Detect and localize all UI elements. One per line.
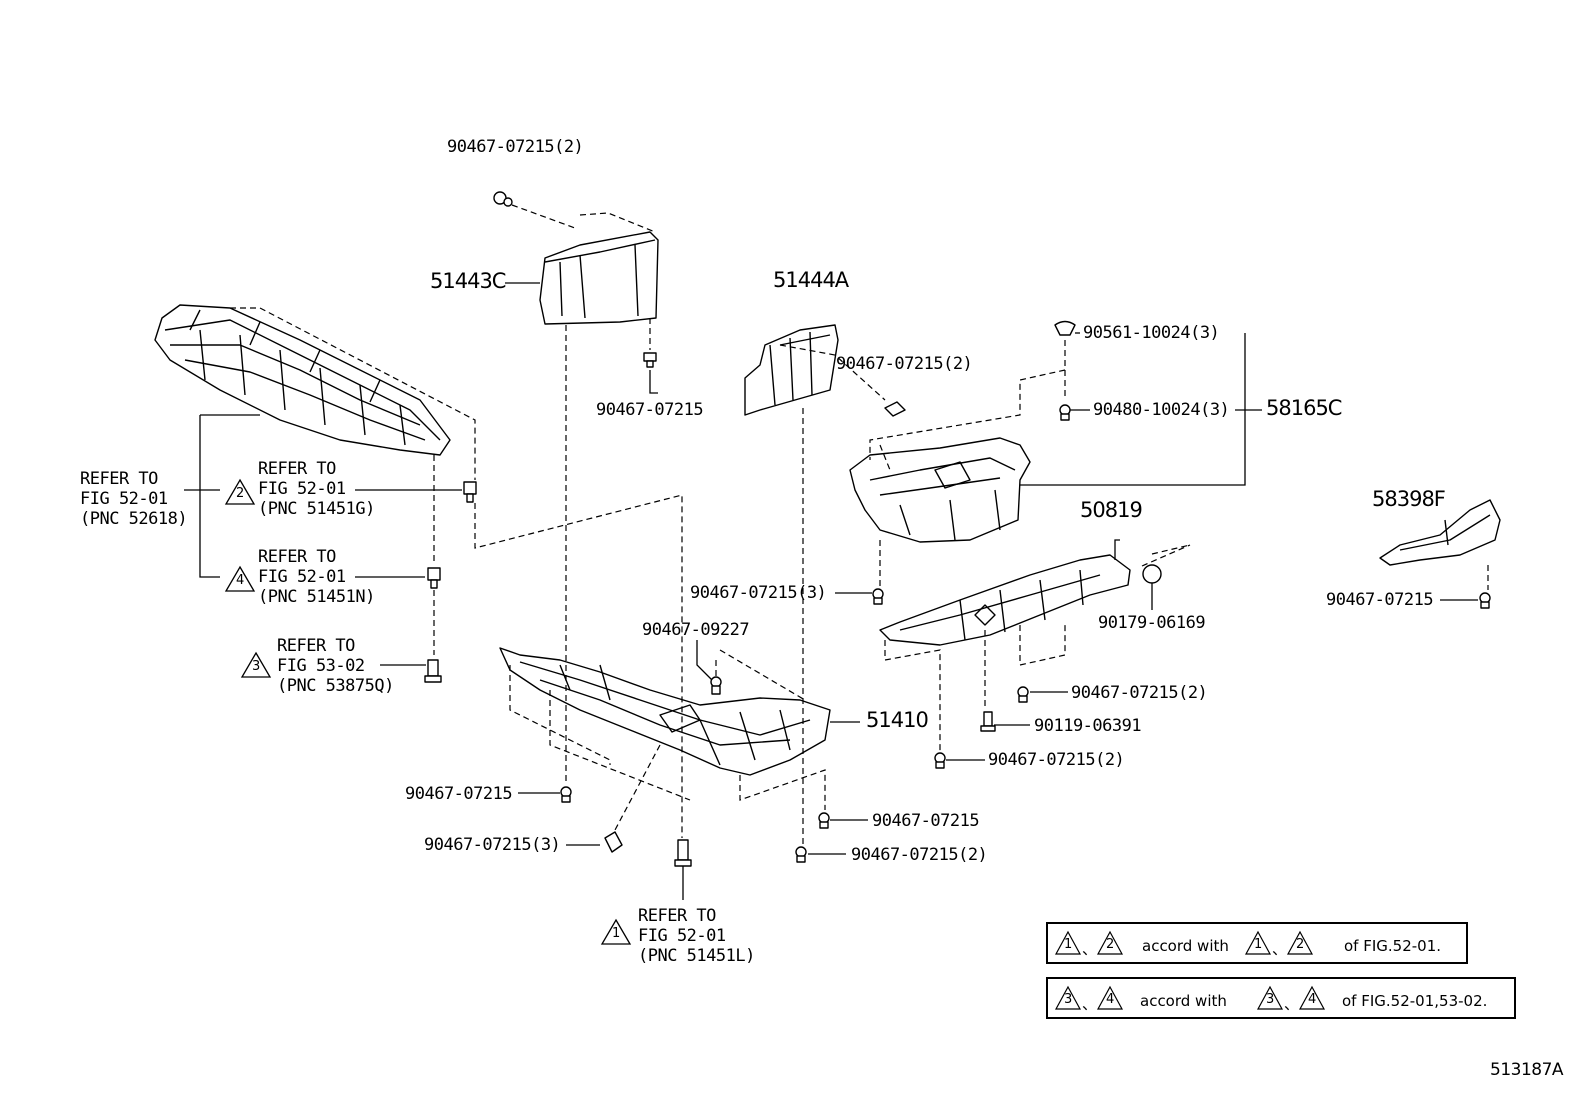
- legend-triangle-2-icon: [1096, 930, 1124, 955]
- shield-58398f-part: [1379, 499, 1501, 566]
- triangle-3-number: 3: [252, 659, 261, 674]
- part-label-51444a: 51444A: [773, 268, 849, 292]
- part-label-50819: 50819: [1080, 498, 1143, 522]
- part-label-58398f: 58398F: [1372, 487, 1446, 511]
- callout-90467-07215-58398f: 90467-07215: [1326, 590, 1434, 610]
- callout-90467-07215-3-bottom: 90467-07215(3): [424, 835, 561, 855]
- triangle-2-number: 2: [236, 486, 245, 501]
- legend-separator-3: 、: [1082, 995, 1098, 1013]
- cover-50819-part: [879, 554, 1131, 646]
- callout-90467-07215-2-cover-b: 90467-07215(2): [988, 750, 1125, 770]
- triangle-4-number: 4: [236, 573, 245, 588]
- callout-90467-07215-left: 90467-07215: [405, 784, 513, 804]
- triangle-4-icon: [224, 565, 256, 592]
- part-label-51443c: 51443C: [430, 269, 506, 293]
- legend-triangle-1-number: 1: [1064, 937, 1073, 952]
- legend-triangle-2b-number: 2: [1296, 937, 1305, 952]
- figure-id: 513187A: [1490, 1060, 1564, 1080]
- triangle-1-number: 1: [612, 926, 621, 941]
- legend-triangle-1-icon: [1054, 930, 1082, 955]
- triangle-1-icon: [600, 918, 632, 945]
- callout-90179-06169: 90179-06169: [1098, 613, 1206, 633]
- legend-triangle-3-icon: [1054, 985, 1082, 1010]
- callout-90119-06391: 90119-06391: [1034, 716, 1142, 736]
- legend-triangle-4-icon: [1096, 985, 1124, 1010]
- legend-row-1: 1 、 2 accord with 1 、 2 of FIG.52-01.: [1046, 922, 1468, 964]
- legend-separator: 、: [1082, 940, 1098, 958]
- triangle-2-icon: [224, 478, 256, 505]
- bracket-51443c-part: [539, 231, 659, 325]
- legend-fig-text-2: of FIG.52-01,53-02.: [1342, 992, 1488, 1010]
- legend-triangle-1b-number: 1: [1254, 937, 1263, 952]
- legend-triangle-1b-icon: [1244, 930, 1272, 955]
- legend-fig-text: of FIG.52-01.: [1344, 937, 1442, 955]
- fastener-icons: [424, 191, 1491, 867]
- tray-58165c-part: [849, 437, 1031, 543]
- legend-triangle-2b-icon: [1286, 930, 1314, 955]
- callout-90467-07215-51443c: 90467-07215: [596, 400, 704, 420]
- callout-90467-07215-2-right: 90467-07215(2): [851, 845, 988, 865]
- legend-row-2: 3 、 4 accord with 3 、 4 of FIG.52-01,53-…: [1046, 977, 1516, 1019]
- callout-90480-10024: 90480-10024(3): [1093, 400, 1230, 420]
- legend-accord-text: accord with: [1142, 937, 1229, 955]
- legend-triangle-4b-icon: [1298, 985, 1326, 1010]
- engine-under-cover-51410-part: [499, 647, 831, 776]
- callout-90467-07215-3-tray: 90467-07215(3): [690, 583, 827, 603]
- triangle-3-icon: [240, 651, 272, 678]
- callout-90467-07215-51444a: 90467-07215(2): [836, 354, 973, 374]
- legend-triangle-3b-number: 3: [1266, 992, 1275, 1007]
- part-label-51410: 51410: [866, 708, 929, 732]
- legend-triangle-3-number: 3: [1064, 992, 1073, 1007]
- legend-accord-text-2: accord with: [1140, 992, 1227, 1010]
- legend-triangle-4-number: 4: [1106, 992, 1115, 1007]
- callout-90467-09227: 90467-09227: [642, 620, 750, 640]
- front-bumper-cover-part: [154, 304, 451, 456]
- clip-90179-part: [1142, 564, 1162, 584]
- callout-90467-07215-2-cover-a: 90467-07215(2): [1071, 683, 1208, 703]
- legend-separator-4: 、: [1284, 995, 1300, 1013]
- bracket-51444a-part: [744, 324, 839, 416]
- callout-90561-10024: 90561-10024(3): [1083, 323, 1220, 343]
- legend-triangle-2-number: 2: [1106, 937, 1115, 952]
- legend-separator-2: 、: [1272, 940, 1288, 958]
- legend-triangle-3b-icon: [1256, 985, 1284, 1010]
- legend-triangle-4b-number: 4: [1308, 992, 1317, 1007]
- callout-90467-07215-2-top: 90467-07215(2): [447, 137, 584, 157]
- callout-90467-07215-right: 90467-07215: [872, 811, 980, 831]
- part-label-58165c: 58165C: [1266, 396, 1342, 420]
